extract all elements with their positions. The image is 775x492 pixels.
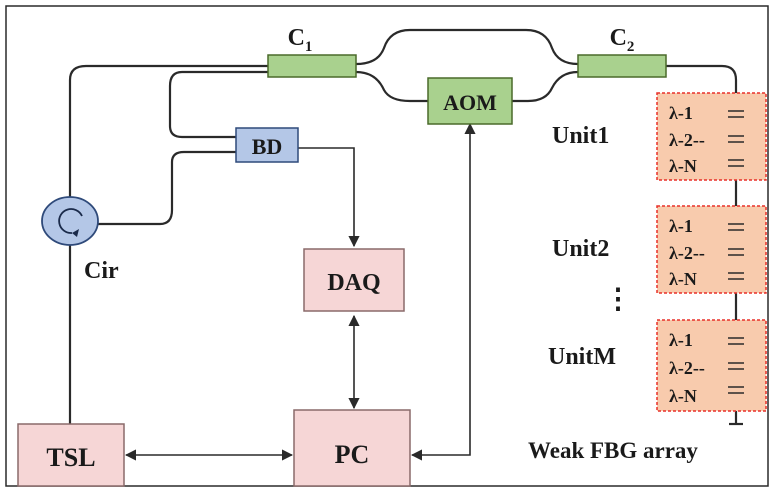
circulator-arrow-icon: [58, 208, 83, 234]
wavelength-1: λ-1: [669, 103, 693, 123]
fiber-c1-bd: [168, 70, 268, 139]
pc-computer: PC: [293, 409, 411, 487]
c2-label-base: C: [610, 25, 627, 51]
fbg-unit-1: Unit1 λ-1 λ-2-- λ-N: [552, 92, 767, 181]
c1-label-base: C: [288, 25, 305, 51]
fiber-circulator-bd: [93, 150, 236, 226]
tsl-label: TSL: [46, 443, 95, 472]
vertical-ellipsis: ⋮: [604, 284, 632, 315]
wavelength-n: λ-N: [669, 156, 697, 176]
circulator-arrowhead-icon: [72, 229, 79, 237]
aom-modulator: AOM: [427, 77, 513, 125]
fiber-circulator-c1: [68, 64, 268, 198]
weak-fbg-array-label: Weak FBG array: [528, 438, 698, 463]
aom-label: AOM: [443, 90, 497, 115]
signal-pc-aom: [410, 122, 476, 461]
pc-label: PC: [335, 440, 370, 469]
coupler-c1: C1: [267, 25, 357, 78]
c1-label-sub: 1: [305, 39, 313, 55]
fbg-unit-2: Unit2 λ-1 λ-2-- λ-N: [552, 205, 767, 294]
unit-label: Unit1: [552, 123, 609, 149]
cir-label: Cir: [84, 258, 119, 284]
wavelength-1: λ-1: [669, 216, 693, 236]
unit-label: UnitM: [548, 344, 616, 370]
grating-marks: [728, 110, 744, 167]
c2-label-sub: 2: [627, 39, 635, 55]
wavelength-n: λ-N: [669, 386, 697, 406]
bd-label: BD: [252, 134, 283, 159]
wavelength-2: λ-2--: [669, 130, 705, 150]
circulator: Cir: [41, 196, 119, 284]
wavelength-n: λ-N: [669, 269, 697, 289]
tsl-laser: TSL: [17, 423, 125, 487]
c1-label: C1: [288, 25, 313, 55]
coupler-c2: C2: [577, 25, 667, 78]
c2-label: C2: [610, 25, 635, 55]
bd-detector: BD: [235, 127, 299, 163]
signal-bd-daq: [298, 147, 360, 248]
unit-label: Unit2: [552, 236, 609, 262]
fiber-aom-c2: [512, 70, 579, 103]
fiber-c1-c2-upper: [355, 28, 579, 66]
wavelength-2: λ-2--: [669, 243, 705, 263]
fbg-unit-m: UnitM λ-1 λ-2-- λ-N: [548, 319, 767, 412]
fiber-c2-fbg: [666, 64, 738, 330]
wavelength-2: λ-2--: [669, 358, 705, 378]
grating-marks: [728, 223, 744, 280]
daq-label: DAQ: [327, 270, 380, 296]
daq-card: DAQ: [303, 248, 405, 312]
fiber-c1-aom: [355, 70, 428, 103]
wavelength-1: λ-1: [669, 330, 693, 350]
grating-marks: [728, 337, 744, 394]
